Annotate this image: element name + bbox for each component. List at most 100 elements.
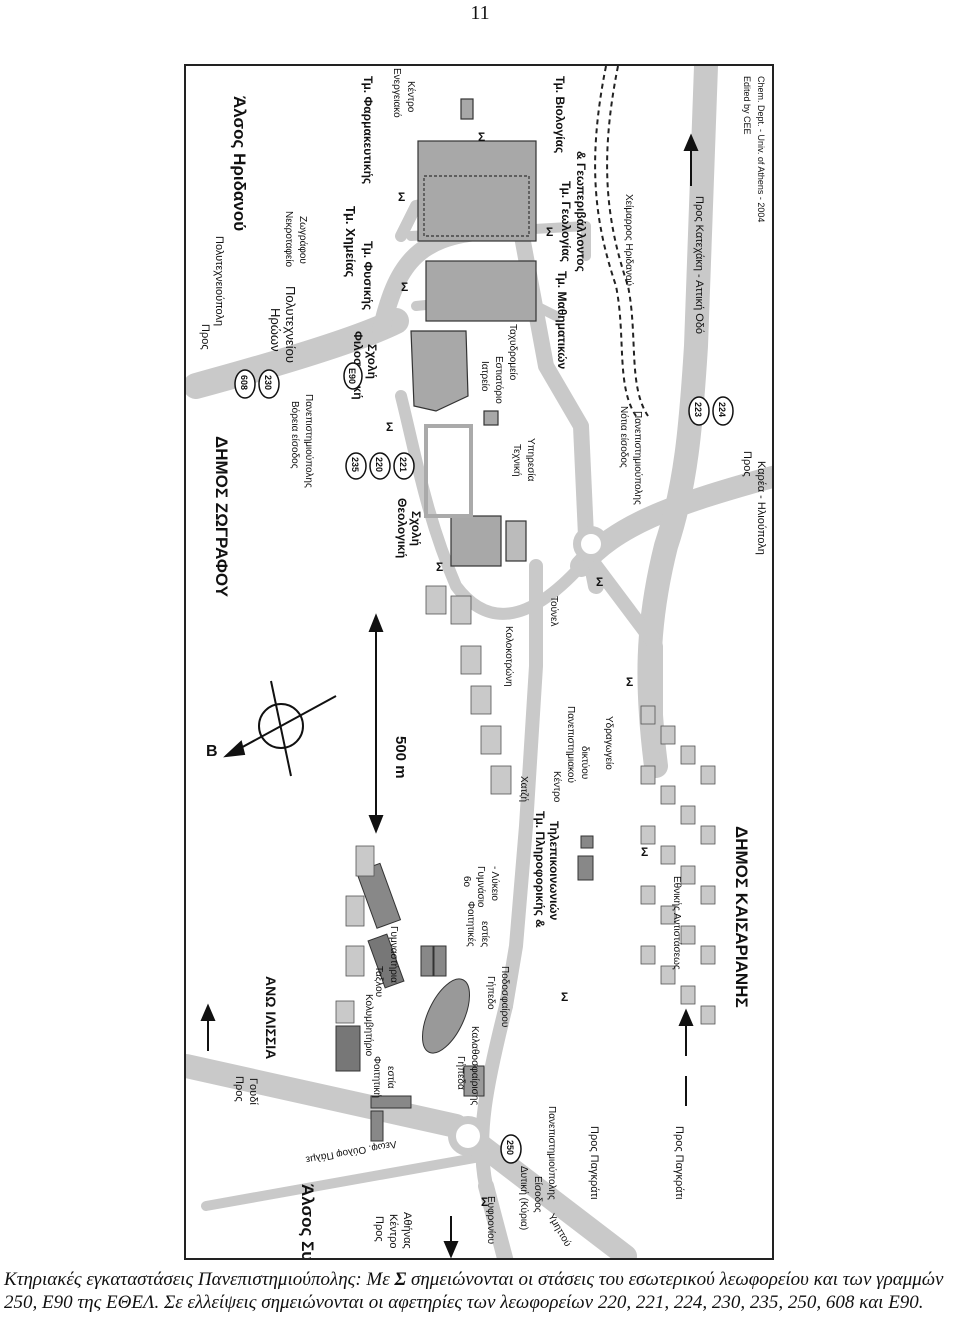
scale-bar xyxy=(368,613,384,834)
to-goudi-2: Γουδί xyxy=(247,1078,259,1105)
credit-2: Chem. Dept. - Univ. of Athens - 2004 xyxy=(756,76,766,222)
basketball-1: Γήπεδα xyxy=(455,1056,467,1090)
football-2: Ποδοσφαίρου xyxy=(499,966,511,1027)
bus-stop-5: Σ xyxy=(386,420,393,434)
to-katechaki: Προς Κατεχάκη - Αττική Οδό xyxy=(693,196,705,334)
pool-label: Κολυμβητήριο xyxy=(363,994,375,1057)
route-badge-221: 221 xyxy=(398,457,408,472)
post-office: Ταχυδρομείο xyxy=(507,324,519,381)
route-badge-230: 230 xyxy=(263,375,273,390)
dept-physics: Τμ. Φυσικής xyxy=(361,241,375,310)
page-number: 11 xyxy=(470,2,490,24)
caption-sigma: Σ xyxy=(394,1269,407,1290)
gyms-label: Γυμναστήρια xyxy=(388,926,400,983)
to-goudi-1: Προς xyxy=(233,1076,245,1102)
network-center-3: δικτύου xyxy=(579,746,591,779)
dept-biology: Τμ. Βιολογίας xyxy=(553,76,567,153)
campus-buildings xyxy=(410,98,537,567)
south-entrance-1: Νότια είσοδος xyxy=(618,406,630,468)
dept-geology-2: & Γεωπεριβάλλοντος xyxy=(574,151,588,272)
route-badge-220: 220 xyxy=(374,457,384,472)
bus-stop-11: Σ xyxy=(481,1195,488,1209)
south-entrance-2: Πανεπιστημιούπολης xyxy=(632,411,644,505)
bus-stop-9: Σ xyxy=(641,845,648,859)
network-center-1: Κέντρο xyxy=(551,771,563,803)
necrotomy-1: Νεκροταφείο xyxy=(283,211,295,268)
bus-stop-6: Σ xyxy=(436,560,443,574)
energy-center-1: Ενεργειακό xyxy=(391,68,403,118)
to-athens-2: Κέντρο xyxy=(387,1214,399,1248)
chatzi-label: Χατζή xyxy=(518,776,530,802)
gymnasium-1: 6ο xyxy=(461,876,472,888)
west-entrance-2: Είσοδος xyxy=(532,1176,544,1213)
to-pagkrati-2: Προς Παγκράτι xyxy=(673,1126,685,1200)
route-badge-235: 235 xyxy=(350,457,360,472)
west-entrance-3: Πανεπιστημιούπολης xyxy=(546,1106,558,1200)
restaurant: Εστιατόριο xyxy=(493,356,505,404)
dept-mathematics: Τμ. Μαθηματικών xyxy=(555,271,569,369)
technical-1: Τεχνική xyxy=(511,444,523,477)
dept-theology-1: Θεολογική xyxy=(395,498,409,558)
zografou-label: ΔΗΜΟΣ ΖΩΓΡΑΦΟΥ xyxy=(212,436,231,598)
water-tank: Υδραγωγείο xyxy=(603,716,615,770)
north-entrance-1: Βόρεια είσοδος xyxy=(289,401,301,469)
caption-part-2: σημειώνονται οι στάσεις του εσωτερικού λ… xyxy=(4,1269,944,1313)
to-polytechnic-2: Πολυτεχνειούπολη xyxy=(213,236,225,326)
sports-area xyxy=(335,424,594,1142)
technical-2: Υπηρεσία xyxy=(525,438,537,482)
bus-stop-10: Σ xyxy=(561,990,568,1004)
dept-geology-1: Τμ. Γεωλογίας xyxy=(559,181,573,262)
compass xyxy=(223,680,337,777)
route-badge-e90: Ε90 xyxy=(347,368,357,384)
to-athens-3: Αθήνας xyxy=(401,1212,413,1249)
energy-center-2: Κέντρο xyxy=(405,81,417,113)
torrent-label: Χείμαρρος Ηριδανού xyxy=(623,194,635,286)
tazlou-label: Ταξλου xyxy=(373,966,384,997)
dept-informatics-2: Τηλεπικοινωνιών xyxy=(547,821,561,921)
iroon-2: Πολυτεχνείου xyxy=(283,286,298,363)
residential-blocks xyxy=(335,585,716,1025)
football-1: Γήπεδο xyxy=(485,976,497,1010)
kolokotroni-label: Κολοκοτρώνη xyxy=(503,626,515,687)
credit-1: Edited by CEE xyxy=(742,76,752,135)
bus-stop-2: Σ xyxy=(398,190,405,204)
student-home-1: Φοιτητική xyxy=(371,1056,383,1098)
iroon-1: Ηρώων xyxy=(268,308,283,352)
direction-arrows xyxy=(200,133,699,1258)
park-iridanou-label: Άλσος Ηριδανού xyxy=(230,96,249,231)
route-badge-223: 223 xyxy=(693,402,703,417)
to-pagkrati-1: Προς Παγκράτι xyxy=(588,1126,600,1200)
roundabouts xyxy=(448,526,609,1156)
tunnel-label: Τούνελ xyxy=(548,596,560,627)
north-entrance-2: Πανεπιστημιούπολης xyxy=(303,394,315,488)
gymnasium-3: - Λύκειο xyxy=(489,866,501,901)
bus-stop-7: Σ xyxy=(596,575,603,589)
campus-map: B 500 m ΔΗΜΟΣ ΖΩΓΡΑΦΟΥ ΔΗΜΟΣ ΚΑΙΣΑΡΙΑΝΗΣ… xyxy=(184,64,774,1260)
to-athens-1: Προς xyxy=(373,1216,385,1242)
river xyxy=(594,66,649,417)
west-entrance-1: Δυτική (Κύρια) xyxy=(518,1166,530,1230)
to-karea-1: Προς xyxy=(741,451,753,477)
bus-route-badges xyxy=(234,362,734,1164)
infirmary: Ιατρείο xyxy=(479,361,491,392)
scale-label: 500 m xyxy=(392,736,409,779)
necrotomy-2: Ζωγράφου xyxy=(297,216,309,264)
bus-stop-8: Σ xyxy=(626,675,633,689)
bus-stop-4: Σ xyxy=(546,225,553,239)
route-badge-608: 608 xyxy=(239,375,249,390)
dept-philosophy-2: Σχολή xyxy=(365,344,379,379)
dept-chemistry: Τμ. Χημείας xyxy=(343,206,358,277)
student-res-2: εστίες xyxy=(479,921,491,947)
ethnikis-label: Εθνικής Αντιστάσεως xyxy=(671,876,683,970)
bus-stop-3: Σ xyxy=(401,280,408,294)
to-polytechnic-1: Προς xyxy=(199,324,211,350)
dept-theology-2: Σχολή xyxy=(409,511,423,546)
network-center-2: Πανεπιστημιακού xyxy=(565,706,577,783)
north-label: B xyxy=(206,743,218,760)
dept-informatics-1: Τμ. Πληροφορικής & xyxy=(533,811,547,928)
to-karea-2: Καρέα - Ηλιούπολη xyxy=(755,461,767,555)
ano-ilisia-label: ΑΝΩ ΙΛΙΣΣΙΑ xyxy=(263,976,279,1059)
dept-pharmacy: Τμ. Φαρμακευτικής xyxy=(361,76,375,184)
bus-stop-1: Σ xyxy=(478,130,485,144)
figure-caption: Κτηριακές εγκαταστάσεις Πανεπιστημιούπολ… xyxy=(4,1268,956,1314)
